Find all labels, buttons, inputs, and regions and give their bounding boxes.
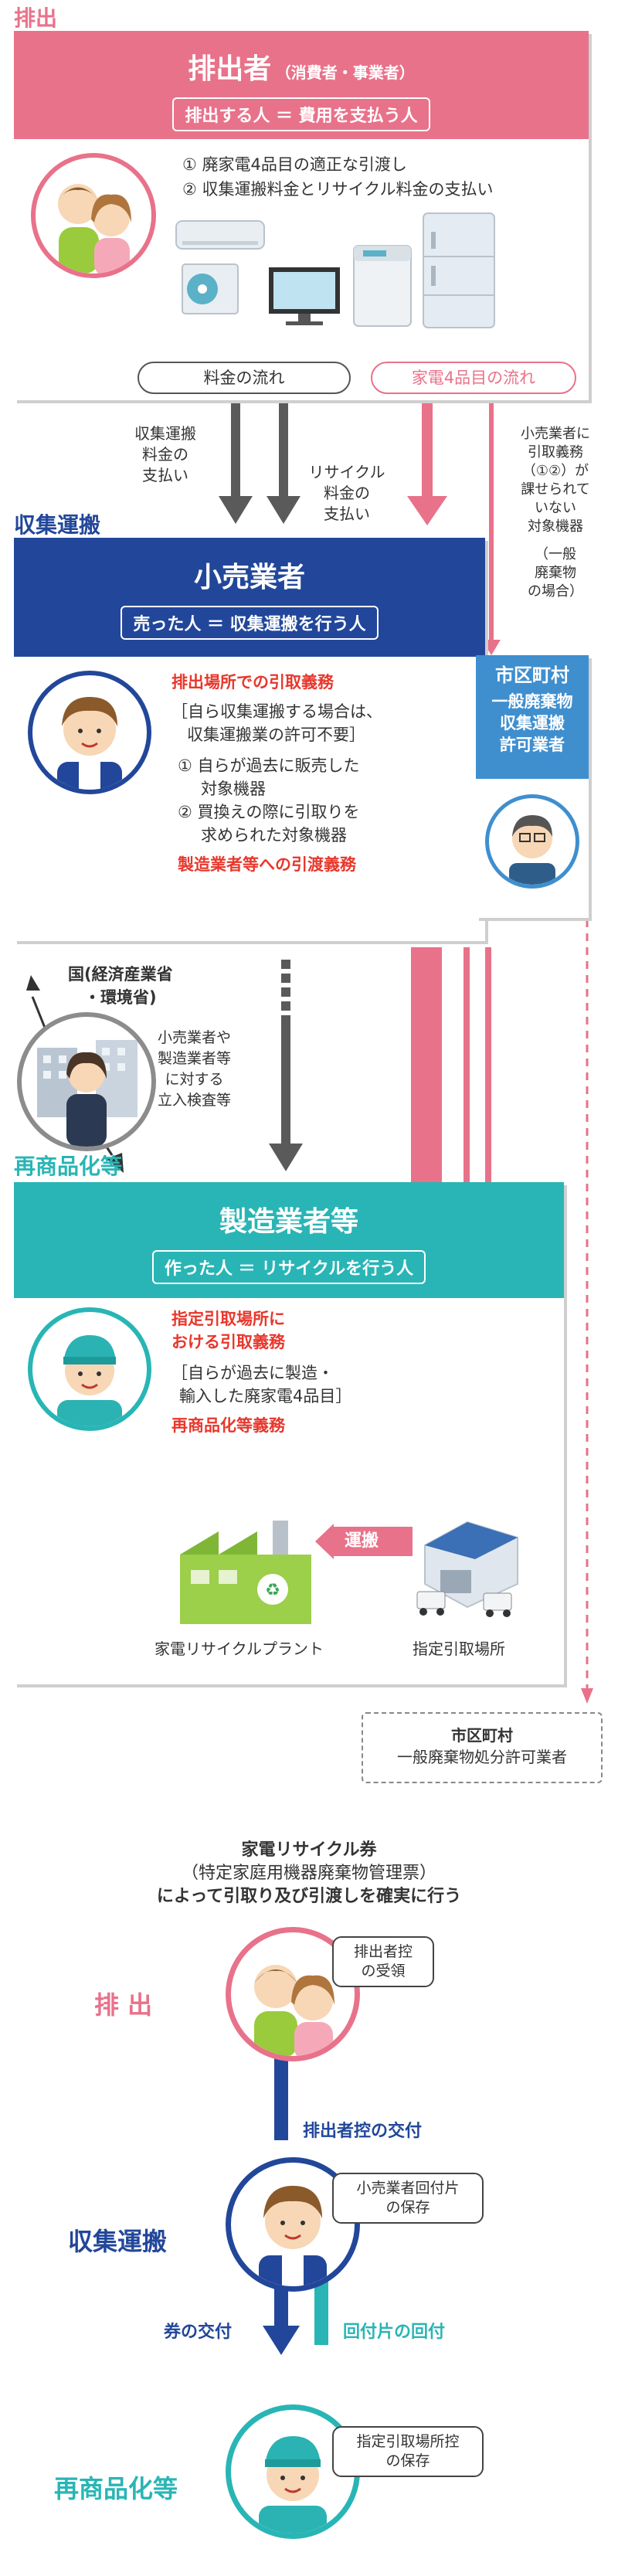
tv-icon — [269, 267, 340, 325]
air-conditioner-icon — [175, 220, 265, 314]
discharger-duty-2: ② 収集運搬料金とリサイクル料金の支払い — [182, 180, 494, 199]
item-arrow-head-1 — [407, 496, 447, 525]
ticket-label-recycle: 再商品化等 — [54, 2474, 178, 2503]
retailer-header: 小売業者 売った人 ＝ 収集運搬を行う人 — [14, 538, 485, 657]
site-label: 指定引取場所 — [413, 1640, 505, 1658]
retailer-to-manufacturer-arrow — [269, 960, 303, 1171]
section-label-saishohin: 再商品化等 — [14, 1154, 123, 1179]
disposal-box: 市区町村 一般廃棄物処分許可業者 — [362, 1712, 603, 1783]
couple-avatar — [31, 153, 156, 278]
svg-text:♻: ♻ — [265, 1581, 280, 1600]
discharger-duty-1: ① 廃家電4品目の適正な引渡し — [182, 155, 407, 174]
retailer-item-2b: 求められた対象機器 — [201, 826, 347, 845]
ticket-label-collect: 収集運搬 — [68, 2227, 168, 2256]
appliances-illustration — [175, 212, 495, 328]
plant-label: 家電リサイクルプラント — [154, 1640, 324, 1658]
retailer-item-1b: 対象機器 — [201, 780, 266, 798]
transport-arrow — [315, 1524, 413, 1559]
retailer-avatar — [28, 671, 151, 794]
arrow-label-ticket: 券の交付 — [164, 2323, 233, 2342]
retailer-duty-2: 製造業者等への引渡義務 — [178, 855, 356, 874]
retailer-role: 売った人 ＝ 収集運搬を行う人 — [121, 606, 379, 640]
municipal-title: 市区町村 — [495, 664, 569, 686]
government-avatar — [17, 1012, 156, 1151]
manufacturer-card: 製造業者等 作った人 ＝ リサイクルを行う人 指定引取場所に おける引取義務 ［… — [14, 1182, 564, 1684]
manufacturer-note-2: 輸入した廃家電4品目］ — [179, 1387, 352, 1405]
section-label-haishutsu: 排出 — [14, 5, 58, 31]
item-arrow-thin-municipal-head — [482, 640, 501, 655]
manufacturer-note-1: ［自らが過去に製造・ — [171, 1364, 334, 1382]
fee-arrow-head-1 — [219, 496, 253, 524]
fee-arrow-shaft-2 — [279, 390, 288, 498]
designated-site-icon — [416, 1521, 518, 1617]
municipal-avatar — [485, 794, 579, 889]
arrow-discharger-shaft — [274, 2048, 288, 2140]
discharger-header: 排出者 （消費者・事業者） 排出する人 ＝ 費用を支払う人 — [14, 31, 589, 139]
section-label-shushu: 収集運搬 — [14, 512, 101, 538]
washing-machine-icon — [353, 245, 412, 327]
manufacturer-header: 製造業者等 作った人 ＝ リサイクルを行う人 — [14, 1182, 564, 1298]
manufacturer-duty-2: 再商品化等義務 — [171, 1416, 285, 1435]
manufacturer-duty-1a: 指定引取場所に — [171, 1310, 285, 1328]
recycle-plant-icon: ♻ — [180, 1521, 311, 1624]
fee-flow-label: 料金の流れ — [138, 362, 351, 394]
manufacturer-role: 作った人 ＝ リサイクルを行う人 — [151, 1250, 426, 1284]
transport-label: 運搬 — [345, 1531, 379, 1551]
collection-payment-label: 収集運搬 料金の 支払い — [134, 424, 196, 484]
manufacturer-avatar — [28, 1307, 151, 1431]
retailer-card: 小売業者 売った人 ＝ 収集運搬を行う人 排出場所での引取義務 ［自ら収集運搬す… — [14, 538, 485, 941]
retailer-note-1: ［自ら収集運搬する場合は、 — [171, 702, 382, 721]
retailer-title: 小売業者 — [193, 562, 305, 593]
ticket-heading: 家電リサイクル券 （特定家庭用機器廃棄物管理票） によって引取り及び引渡しを確実… — [156, 1840, 462, 1906]
municipal-header: 市区町村 一般廃棄物 収集運搬 許可業者 — [476, 655, 589, 779]
item-flow-label: 家電4品目の流れ — [371, 362, 576, 394]
arrow-label-return: 回付片の回付 — [343, 2323, 446, 2342]
recycle-payment-label: リサイクル 料金の 支払い — [308, 463, 385, 523]
discharger-subtitle: （消費者・事業者） — [275, 63, 415, 82]
bubble-site: 指定引取場所控 の保存 — [332, 2426, 484, 2477]
refrigerator-icon — [423, 212, 495, 328]
municipal-note: 小売業者に 引取義務 （①②）が 課せられて いない 対象機器 （一般 廃棄物 … — [521, 426, 590, 600]
retailer-duty-1: 排出場所での引取義務 — [171, 673, 334, 692]
government-note: 小売業者や 製造業者等 に対する 立入検査等 — [158, 1029, 232, 1109]
ticket-manufacturer-avatar — [226, 2404, 360, 2539]
bubble-discharger: 排出者控 の受領 — [332, 1936, 434, 1987]
government-title: 国(経済産業省 ・環境省) — [68, 965, 173, 1007]
retailer-item-1: ① 自らが過去に販売した — [178, 756, 360, 775]
discharger-role: 排出する人 ＝ 費用を支払う人 — [172, 97, 430, 131]
item-arrow-thin-municipal — [489, 390, 494, 641]
bubble-retailer: 小売業者回付片 の保存 — [332, 2173, 484, 2224]
municipal-card: 市区町村 一般廃棄物 収集運搬 許可業者 — [476, 655, 589, 918]
manufacturer-title: 製造業者等 — [219, 1206, 358, 1238]
arrow-label-issue-discharger: 排出者控の交付 — [303, 2122, 423, 2141]
retailer-note-2: 収集運搬業の許可不要］ — [187, 726, 365, 744]
ticket-label-discharge: 排 出 — [94, 1990, 153, 2020]
discharger-title: 排出者 — [188, 53, 272, 85]
discharger-card: 排出者 （消費者・事業者） 排出する人 ＝ 費用を支払う人 ① 廃家電4品目の適… — [14, 31, 589, 400]
item-arrow-shaft-1 — [422, 390, 433, 498]
fee-arrow-head-2 — [267, 496, 301, 524]
fee-arrow-shaft-1 — [231, 390, 240, 498]
manufacturer-duty-1b: おける引取義務 — [171, 1333, 285, 1351]
retailer-item-2: ② 買換えの際に引取りを — [178, 803, 360, 821]
